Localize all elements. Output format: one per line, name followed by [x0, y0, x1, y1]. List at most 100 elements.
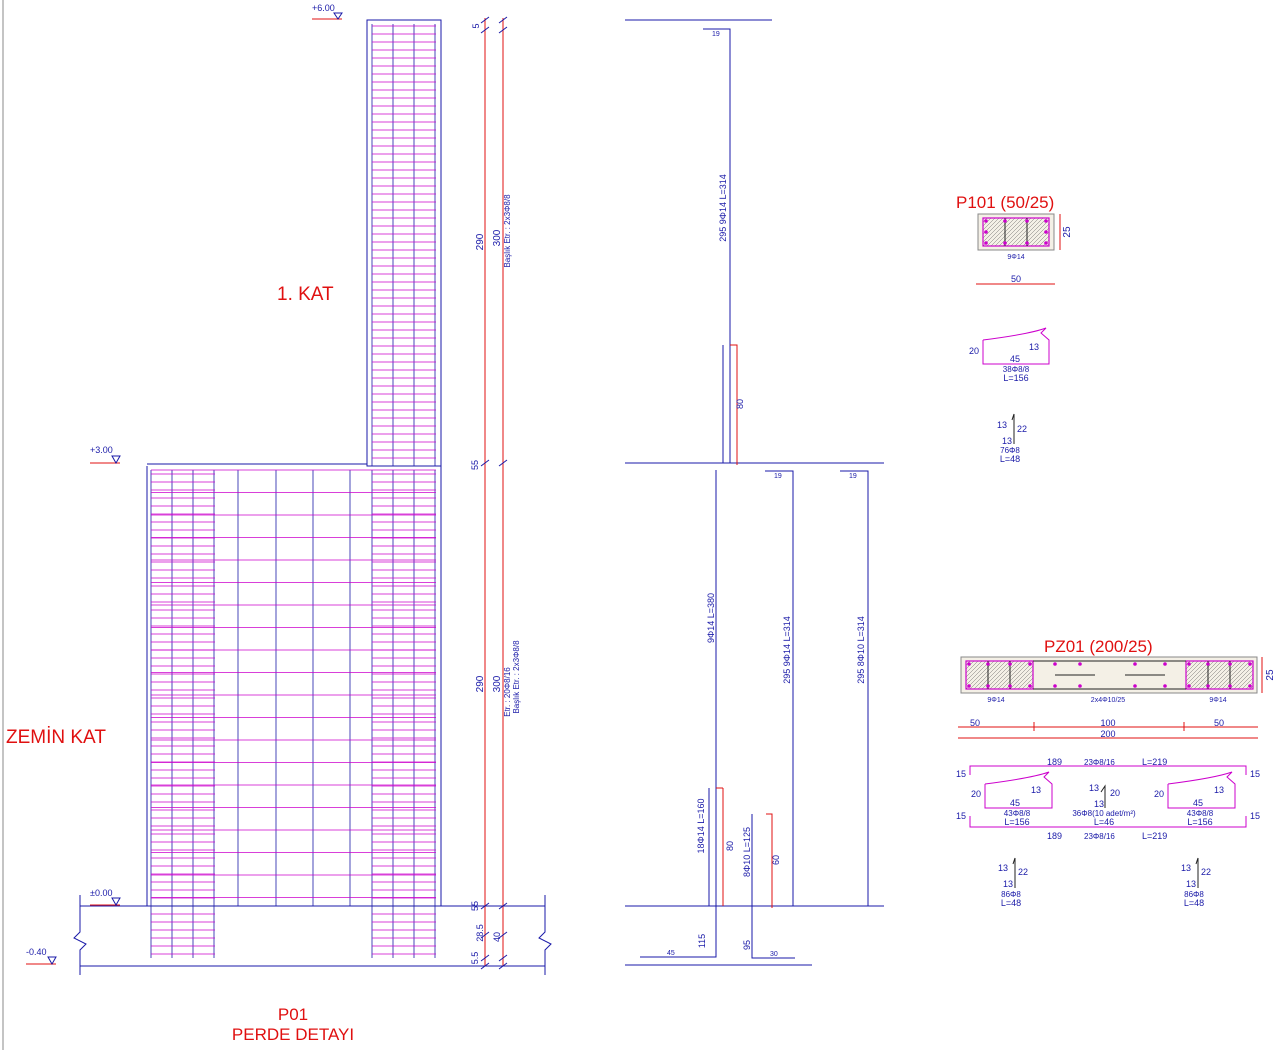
- pz01-top-len: L=219: [1142, 757, 1167, 767]
- foot-45: 45: [667, 950, 675, 957]
- pz01-h15-a: 15: [956, 769, 966, 779]
- p101-stirrup-20: 20: [969, 346, 979, 356]
- p101-stirrup-spec: 38Φ8/8: [1003, 365, 1030, 374]
- dim-5-5: 5.5: [470, 952, 480, 965]
- p101-tie-13a: 13: [997, 420, 1007, 430]
- pz01-m20: 20: [1110, 788, 1120, 798]
- dim-55-bot: 55: [470, 901, 480, 911]
- pz01-l-len: L=156: [1004, 817, 1029, 827]
- pz01-w50-left: 50: [970, 718, 980, 728]
- detail-code: P01: [278, 1005, 308, 1024]
- pz01-tr-spec: 86Φ8: [1184, 890, 1204, 899]
- bar-right-label: 295 8Φ10 L=314: [856, 616, 866, 684]
- p101-title: P101 (50/25): [956, 193, 1054, 212]
- main-dimension-chain: 5 290 300 Başlık Etr. : 2x3Φ8/8 55 290 3…: [470, 16, 521, 970]
- pz01-r-spec: 43Φ8/8: [1187, 809, 1214, 818]
- dowel-a-label: 18Φ14 L=160: [696, 799, 706, 854]
- bar-top-label: 295 9Φ14 L=314: [718, 174, 728, 242]
- dim-290-top: 290: [475, 233, 486, 250]
- pz01-l-spec: 43Φ8/8: [1004, 809, 1031, 818]
- dim-28: 28.5: [475, 924, 485, 942]
- pz01-r13: 13: [1214, 785, 1224, 795]
- rebar-schedule: 19 295 9Φ14 L=314 80 9Φ14 L=380 45 115 1…: [625, 19, 884, 966]
- level-mid: +3.00: [90, 445, 113, 455]
- foot-30: 30: [770, 951, 778, 958]
- level-top: +6.00: [312, 3, 335, 13]
- pz01-tl-13b: 13: [1003, 879, 1013, 889]
- pz01-bot-spec: 23Φ8/16: [1084, 832, 1115, 841]
- dim-300-top: 300: [492, 229, 503, 246]
- dim-55-mid: 55: [470, 460, 480, 470]
- lower-wall-rebar: [150, 469, 436, 958]
- bar-19-top: 19: [712, 31, 720, 38]
- upper-column-rebar: [371, 24, 436, 466]
- bar-19-b: 19: [849, 473, 857, 480]
- pz01-m13a: 13: [1089, 783, 1099, 793]
- pz01-bars-left: 9Φ14: [987, 697, 1004, 704]
- p101-stirrup-len: L=156: [1003, 373, 1028, 383]
- pz01-m-spec: 36Φ8(10 adet/m²): [1072, 809, 1136, 818]
- pz01-tr-22: 22: [1201, 867, 1211, 877]
- dim-290-bot: 290: [475, 675, 486, 692]
- foot-95: 95: [742, 940, 752, 950]
- dowel-b-label: 8Φ10 L=125: [742, 827, 752, 877]
- dim-300-bot: 300: [492, 675, 503, 692]
- p101-bars: 9Φ14: [1007, 254, 1024, 261]
- pz01-r45: 45: [1193, 798, 1203, 808]
- wall-elevation: [73, 19, 552, 975]
- lap-60: 60: [771, 855, 781, 865]
- pz01-w200: 200: [1100, 729, 1115, 739]
- pz01-tl-spec: 86Φ8: [1001, 890, 1021, 899]
- foot-115: 115: [697, 934, 707, 948]
- dim-40: 40: [492, 932, 502, 942]
- p101-stirrup-45: 45: [1010, 354, 1020, 364]
- detail-name: PERDE DETAYI: [232, 1025, 354, 1044]
- pz01-top-spec: 23Φ8/16: [1084, 758, 1115, 767]
- pz01-l13: 13: [1031, 785, 1041, 795]
- bar-19-a: 19: [774, 473, 782, 480]
- pz01-tl-22: 22: [1018, 867, 1028, 877]
- pz01-bot-len: L=219: [1142, 831, 1167, 841]
- pz01-top-189: 189: [1047, 757, 1062, 767]
- lap-80-bot: 80: [725, 841, 735, 851]
- etr-bot: Etr. : 20Φ8/16: [503, 667, 512, 717]
- pz01-tl-13a: 13: [998, 863, 1008, 873]
- bar-mid-label: 295 9Φ14 L=314: [782, 616, 792, 684]
- pz01-h15-d: 15: [1250, 811, 1260, 821]
- pz01-bot-189: 189: [1047, 831, 1062, 841]
- pz01-l45: 45: [1010, 798, 1020, 808]
- pz01-h15-c: 15: [956, 811, 966, 821]
- pz01-h15-b: 15: [1250, 769, 1260, 779]
- stirrup-bot: Başlık Etr. : 2x3Φ8/8: [512, 640, 521, 714]
- pz01-tl-len: L=48: [1001, 898, 1021, 908]
- pz01-tr-len: L=48: [1184, 898, 1204, 908]
- stirrup-top: Başlık Etr. : 2x3Φ8/8: [503, 194, 512, 268]
- pz01-section: PZ01 (200/25) 9Φ14 2x4Φ10/25 9Φ14 25 50 …: [956, 637, 1276, 908]
- dim-5: 5: [471, 23, 481, 28]
- pz01-w50-right: 50: [1214, 718, 1224, 728]
- pz01-bars-mid: 2x4Φ10/25: [1091, 697, 1125, 704]
- p101-tie-spec: 76Φ8: [1000, 446, 1020, 455]
- pz01-r20: 20: [1154, 789, 1164, 799]
- lap-80-top: 80: [735, 399, 745, 409]
- p101-tie-22: 22: [1017, 424, 1027, 434]
- pz01-tr-13a: 13: [1181, 863, 1191, 873]
- ground-floor-title: ZEMİN KAT: [6, 727, 106, 748]
- pz01-l20: 20: [971, 789, 981, 799]
- level-base: -0.40: [26, 947, 47, 957]
- bar-main-label: 9Φ14 L=380: [706, 593, 716, 643]
- pz01-title: PZ01 (200/25): [1044, 637, 1153, 656]
- pz01-bars-right: 9Φ14: [1209, 697, 1226, 704]
- pz01-m13b: 13: [1094, 799, 1104, 809]
- floor-1-title: 1. KAT: [277, 284, 334, 305]
- p101-tie-13b: 13: [1002, 436, 1012, 446]
- p101-section: P101 (50/25) 9Φ14 25 50 20 45 13 38Φ8/8 …: [956, 193, 1073, 464]
- pz01-w100: 100: [1100, 718, 1115, 728]
- level-zero: ±0.00: [90, 888, 112, 898]
- p101-depth: 25: [1062, 226, 1073, 238]
- p101-stirrup-13: 13: [1029, 342, 1039, 352]
- pz01-tr-13b: 13: [1186, 879, 1196, 889]
- level-markers: +6.00 +3.00 ±0.00 -0.40: [26, 3, 343, 966]
- p101-tie-len: L=48: [1000, 454, 1020, 464]
